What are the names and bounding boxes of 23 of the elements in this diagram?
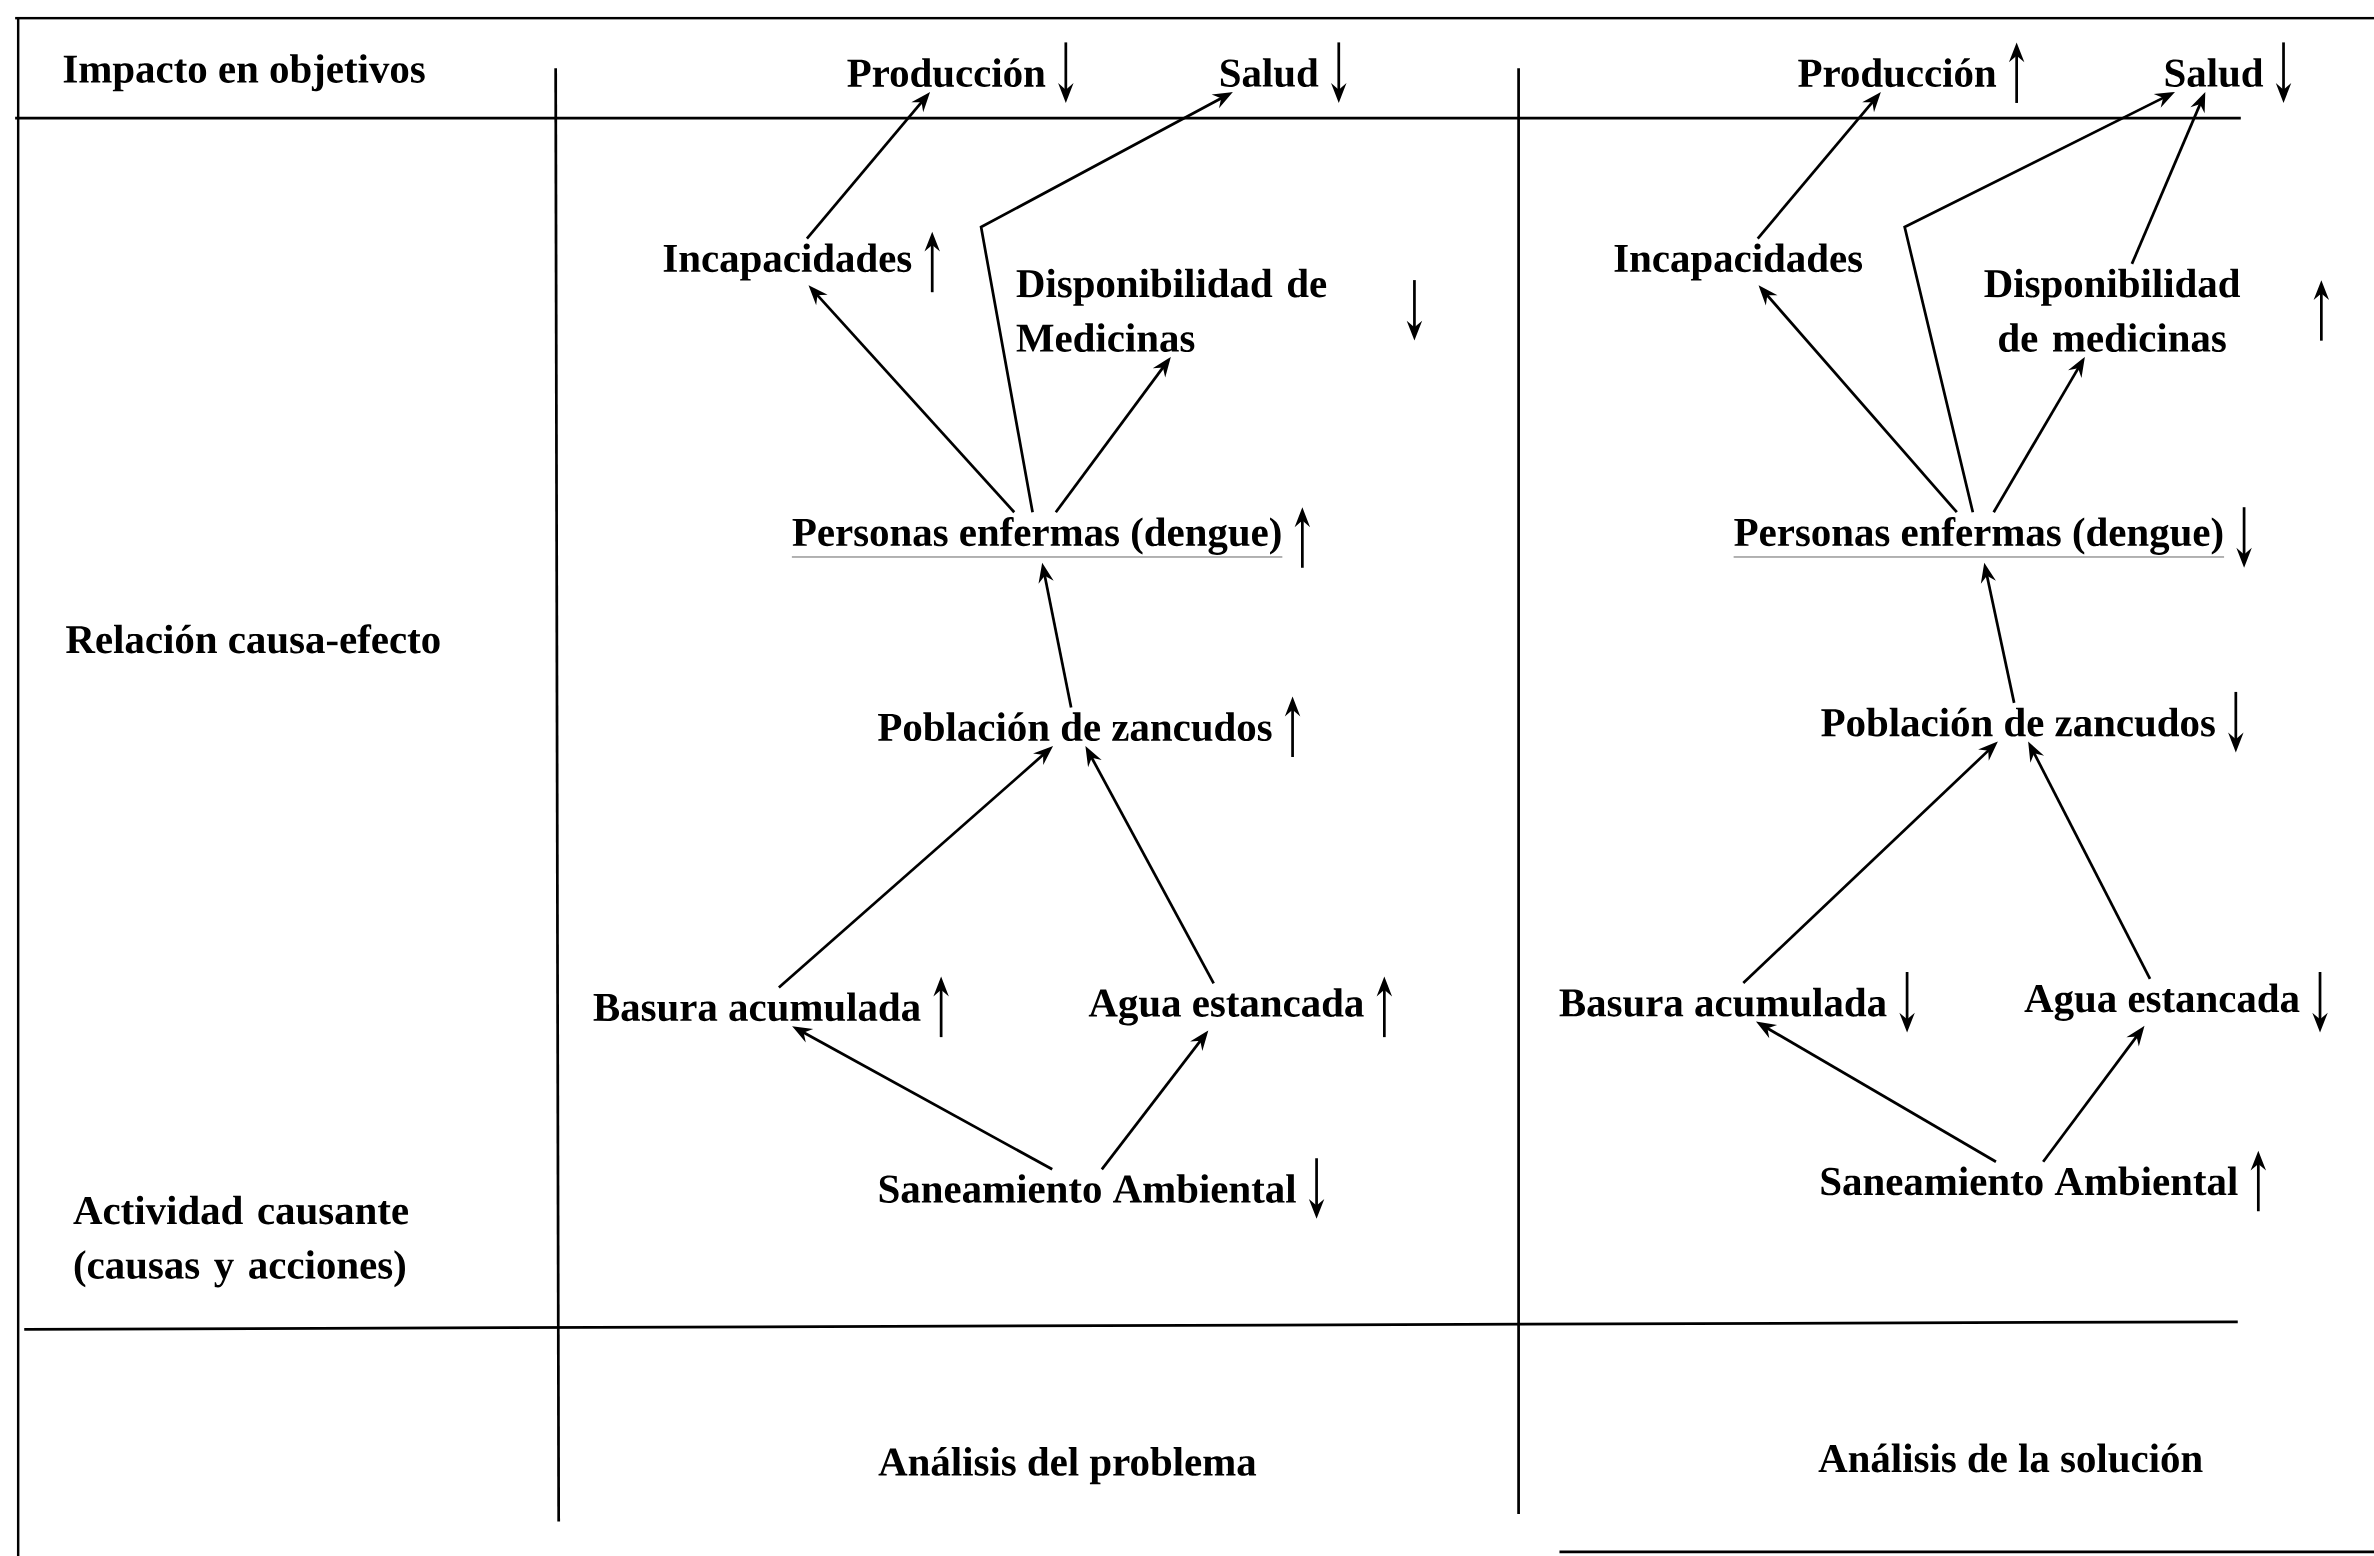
concept-label: Disponibilidad de medicinas (1984, 268, 2240, 352)
concept-label: Incapacidades (1614, 243, 1863, 281)
concept-label: Producción (1798, 58, 1997, 87)
concept-label: Población de zancudos (878, 712, 1272, 741)
table-label: Actividad causante (causas y acciones) (73, 1195, 409, 1288)
concept-label: Producción (847, 58, 1046, 87)
concept-label: Disponibilidad de Medicinas (1016, 268, 1327, 352)
concept-label: Salud (1220, 58, 1319, 87)
concept-label: Agua estancada (1088, 987, 1364, 1026)
table-label: Análisis de la solución (1818, 1443, 2203, 1473)
concept-label: Saneamiento Ambiental (1821, 1166, 2238, 1196)
concept-label: Población de zancudos (1821, 707, 2215, 737)
table-label: Impacto en objetivos (63, 53, 425, 91)
table-label: Relación causa-efecto (66, 624, 440, 654)
concept-label: Incapacidades (663, 243, 912, 281)
concept-label: Basura acumulada (1559, 987, 1887, 1017)
concept-label: Salud (2165, 58, 2264, 87)
concept-label: Saneamiento Ambiental (879, 1173, 1296, 1203)
concept-label: Basura acumulada (593, 992, 921, 1022)
concept-label: Agua estancada (2024, 983, 2300, 1021)
concept-label: Personas enfermas (dengue) (791, 516, 1283, 558)
concept-label: Personas enfermas (dengue) (1733, 516, 2225, 558)
table-label: Análisis del problema (878, 1446, 1257, 1484)
